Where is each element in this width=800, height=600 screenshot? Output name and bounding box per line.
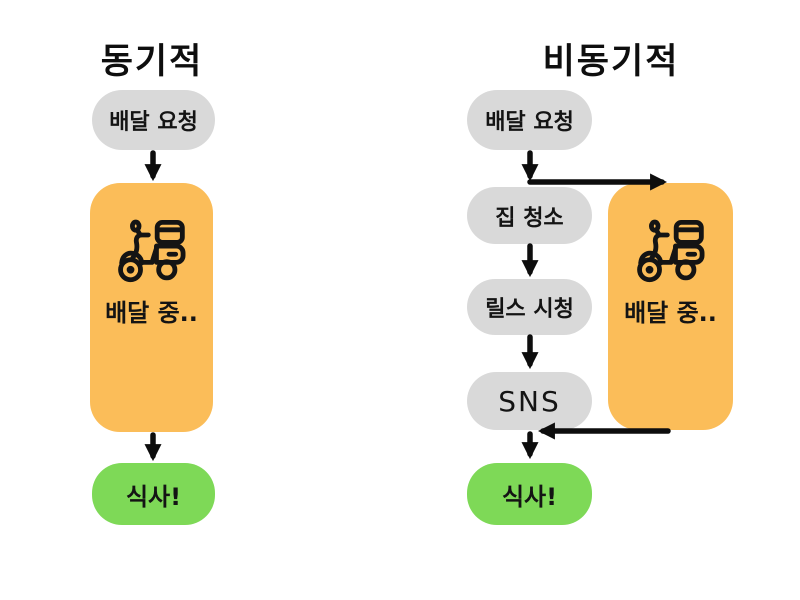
async-task-clean-label: 집 청소 — [495, 205, 564, 231]
async-result-label: 식사! — [501, 482, 558, 511]
async-task-sns-label: SNS — [498, 384, 561, 418]
async-result-pill: 식사! — [467, 463, 592, 525]
async-request-pill: 배달 요청 — [467, 90, 592, 150]
sync-delivering-box: 배달 중.. — [90, 183, 213, 432]
async-task-reels-pill: 릴스 시청 — [467, 279, 592, 335]
sync-request-label: 배달 요청 — [109, 110, 198, 135]
async-request-label: 배달 요청 — [485, 110, 574, 135]
delivery-scooter-icon — [636, 219, 704, 283]
async-delivering-box: 배달 중.. — [608, 183, 733, 430]
sync-result-label: 식사! — [125, 482, 182, 511]
async-task-clean-pill: 집 청소 — [467, 187, 592, 244]
async-task-sns-pill: SNS — [467, 372, 592, 430]
sync-column-title: 동기적 — [100, 42, 204, 82]
sync-request-pill: 배달 요청 — [92, 90, 215, 150]
delivery-scooter-icon — [117, 219, 185, 283]
async-working-label: 배달 중.. — [624, 299, 717, 327]
sync-working-label: 배달 중.. — [105, 299, 198, 327]
sync-result-pill: 식사! — [92, 463, 215, 525]
async-column-title: 비동기적 — [542, 42, 680, 82]
async-task-reels-label: 릴스 시청 — [485, 297, 574, 322]
